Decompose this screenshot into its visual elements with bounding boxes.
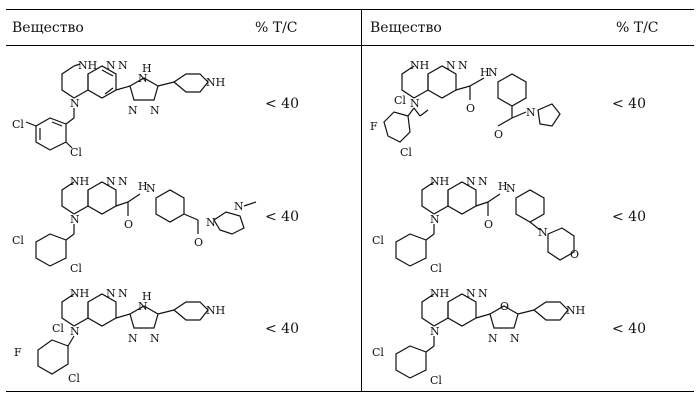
header-substance-right: Вещество xyxy=(370,20,442,36)
header-substance-left: Вещество xyxy=(12,20,84,36)
svg-text:NH: NH xyxy=(566,304,585,317)
svg-text:Cl: Cl xyxy=(372,346,384,359)
svg-text:N: N xyxy=(106,175,116,188)
svg-text:N: N xyxy=(150,104,160,117)
svg-text:N: N xyxy=(478,175,488,188)
header-tc-right: % T/C xyxy=(616,20,659,36)
svg-text:NH: NH xyxy=(206,304,225,317)
svg-text:NH: NH xyxy=(430,287,449,300)
svg-text:O: O xyxy=(466,102,475,115)
svg-text:NH: NH xyxy=(410,59,429,72)
svg-text:N: N xyxy=(478,287,488,300)
tc-value-row1-left: < 40 xyxy=(265,96,299,112)
svg-text:Cl: Cl xyxy=(394,94,406,107)
structure-row1-left: NH N N N Cl Cl H N N N NH xyxy=(10,52,250,164)
svg-text:N: N xyxy=(458,59,468,72)
svg-text:N: N xyxy=(506,182,516,195)
svg-text:N: N xyxy=(138,72,148,85)
structure-row2-right: NH N N N Cl Cl O H N N O xyxy=(370,168,610,280)
svg-text:N: N xyxy=(106,59,116,72)
tc-value-row2-left: < 40 xyxy=(265,209,299,225)
svg-text:N: N xyxy=(118,175,128,188)
structure-row1-right: NH N N N Cl F Cl O H N O N xyxy=(370,52,610,164)
svg-text:NH: NH xyxy=(430,175,449,188)
svg-text:O: O xyxy=(484,218,493,231)
svg-text:Cl: Cl xyxy=(52,322,64,335)
svg-text:N: N xyxy=(234,200,244,213)
svg-text:N: N xyxy=(118,287,128,300)
header-tc-left: % T/C xyxy=(255,20,298,36)
svg-text:F: F xyxy=(370,120,378,133)
svg-text:F: F xyxy=(14,346,22,359)
tc-value-row3-right: < 40 xyxy=(612,321,646,337)
svg-text:N: N xyxy=(138,300,148,313)
tc-value-row3-left: < 40 xyxy=(265,321,299,337)
svg-text:O: O xyxy=(500,300,509,313)
svg-text:O: O xyxy=(124,218,133,231)
tc-value-row1-right: < 40 xyxy=(612,96,646,112)
svg-text:N: N xyxy=(488,66,498,79)
svg-text:N: N xyxy=(70,97,80,110)
svg-text:Cl: Cl xyxy=(430,374,442,387)
svg-text:Cl: Cl xyxy=(70,146,82,159)
svg-text:Cl: Cl xyxy=(430,262,442,275)
header-bottom-rule xyxy=(6,45,694,46)
svg-text:Cl: Cl xyxy=(400,146,412,159)
svg-text:N: N xyxy=(430,325,440,338)
svg-text:N: N xyxy=(488,332,498,345)
structure-row3-right: NH N N N Cl Cl O N N NH xyxy=(370,280,610,390)
svg-text:Cl: Cl xyxy=(70,262,82,275)
svg-text:N: N xyxy=(70,213,80,226)
svg-text:N: N xyxy=(526,106,536,119)
svg-text:N: N xyxy=(466,175,476,188)
svg-text:N: N xyxy=(510,332,520,345)
structure-row2-left: NH N N N Cl Cl O H N O N N xyxy=(10,168,260,280)
svg-text:N: N xyxy=(70,325,80,338)
svg-text:N: N xyxy=(128,104,138,117)
svg-text:Cl: Cl xyxy=(372,234,384,247)
svg-text:NH: NH xyxy=(70,175,89,188)
svg-text:N: N xyxy=(128,332,138,345)
svg-text:NH: NH xyxy=(206,76,225,89)
svg-text:Cl: Cl xyxy=(12,118,24,131)
svg-text:N: N xyxy=(118,59,128,72)
svg-text:N: N xyxy=(106,287,116,300)
svg-text:Cl: Cl xyxy=(68,372,80,385)
structure-row3-left: NH N N N Cl F Cl H N N N NH xyxy=(10,280,250,390)
table-top-rule xyxy=(6,9,694,10)
svg-text:O: O xyxy=(570,248,579,261)
svg-text:NH: NH xyxy=(70,287,89,300)
svg-text:N: N xyxy=(430,213,440,226)
svg-text:N: N xyxy=(446,59,456,72)
column-divider xyxy=(361,9,362,391)
svg-text:N: N xyxy=(146,182,156,195)
svg-text:O: O xyxy=(494,128,503,141)
svg-text:N: N xyxy=(150,332,160,345)
svg-text:N: N xyxy=(206,216,216,229)
svg-text:N: N xyxy=(410,97,420,110)
svg-text:Cl: Cl xyxy=(12,234,24,247)
svg-text:N: N xyxy=(466,287,476,300)
table-bottom-rule xyxy=(6,391,694,392)
tc-value-row2-right: < 40 xyxy=(612,209,646,225)
svg-text:N: N xyxy=(538,226,548,239)
svg-text:O: O xyxy=(194,236,203,249)
